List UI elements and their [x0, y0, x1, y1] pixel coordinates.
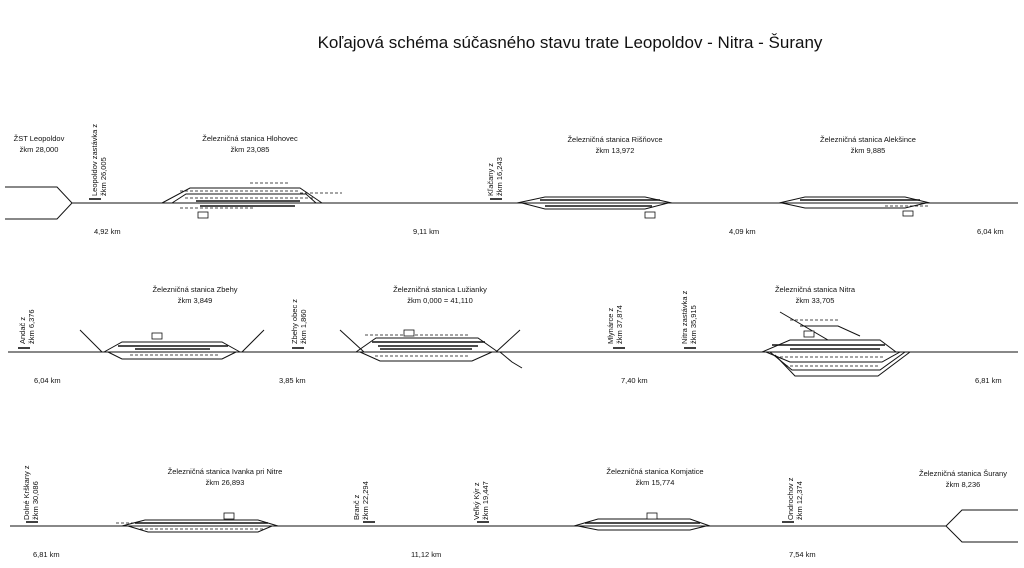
stop-nitra-zastavka: Nitra zastávka z žkm 35,915 [680, 291, 698, 344]
stop-name: Leopoldov zastávka z [90, 123, 99, 196]
stop-mlynarce: Mlynárce z žkm 37,874 [606, 305, 624, 344]
stop-name: Zbehy obec z [290, 298, 299, 344]
stop-name: Nitra zastávka z [680, 290, 689, 344]
station-km: žkm 15,774 [635, 478, 675, 487]
station-km: žkm 33,705 [795, 296, 835, 305]
distance-label: 6,04 km [34, 376, 61, 385]
station-ivanka: Železničná stanica Ivanka pri Nitre žkm … [150, 466, 300, 488]
stop-dolne-krskany: Dolné Krškany z žkm 30,086 [22, 465, 40, 520]
leopoldov-junction [5, 186, 73, 220]
station-surany: Železničná stanica Šurany žkm 8,236 [904, 468, 1022, 490]
stop-name: Ondrochov z [786, 477, 795, 520]
station-hlohovec: Železničná stanica Hlohovec žkm 23,085 [175, 133, 325, 155]
stop-ondrochov: Ondrochov z žkm 12,374 [786, 477, 804, 520]
station-name: Železničná stanica Lužianky [393, 285, 487, 294]
station-km: žkm 28,000 [19, 145, 59, 154]
distance-label: 11,12 km [411, 550, 442, 559]
distance-label: 9,11 km [413, 227, 440, 236]
hlohovec-station-tracks [161, 182, 342, 219]
stop-km: žkm 19,447 [481, 481, 490, 520]
station-nitra: Železničná stanica Nitra žkm 33,705 [740, 284, 890, 306]
stop-klacany: Kľačany z žkm 16,243 [486, 157, 504, 196]
station-name: Železničná stanica Nitra [774, 285, 856, 294]
distance-label: 3,85 km [279, 376, 306, 385]
distance-label: 6,81 km [33, 550, 60, 559]
station-name: Železničná stanica Šurany [919, 469, 1007, 478]
station-km: žkm 26,893 [205, 478, 245, 487]
stop-km: žkm 1,860 [299, 309, 308, 344]
stop-km: žkm 12,374 [795, 481, 804, 520]
station-zbehy: Železničná stanica Zbehy žkm 3,849 [120, 284, 270, 306]
distance-label: 4,09 km [729, 227, 756, 236]
station-name: Železničná stanica Komjatice [606, 467, 704, 476]
station-km: žkm 8,236 [945, 480, 981, 489]
stop-name: Dolné Krškany z [22, 465, 31, 520]
stop-km: žkm 35,915 [689, 305, 698, 344]
stop-name: Kľačany z [486, 162, 495, 196]
aleksince-station-tracks [778, 196, 931, 217]
station-name: Železničná stanica Zbehy [152, 285, 238, 294]
station-km: žkm 3,849 [177, 296, 213, 305]
stop-name: Andač z [18, 316, 27, 344]
station-name: Železničná stanica Hlohovec [202, 134, 298, 143]
station-name: Železničná stanica Rišňovce [567, 135, 663, 144]
station-km: žkm 13,972 [595, 146, 635, 155]
station-aleksince: Železničná stanica Alekšince žkm 9,885 [793, 134, 943, 156]
station-komjatice: Železničná stanica Komjatice žkm 15,774 [580, 466, 730, 488]
station-km: žkm 0,000 = 41,110 [407, 296, 473, 305]
stop-name: Veľký Kýr z [472, 482, 481, 520]
station-name: Železničná stanica Ivanka pri Nitre [167, 467, 283, 476]
station-leopoldov: ŽST Leopoldov žkm 28,000 [4, 133, 74, 155]
zbehy-station-tracks [79, 329, 265, 360]
stop-zbehy-obec: Zbehy obec z žkm 1,860 [290, 299, 308, 344]
risnovce-station-tracks [516, 196, 673, 219]
stop-name: Mlynárce z [606, 307, 615, 344]
komjatice-station-tracks [573, 512, 711, 531]
luzianky-station-tracks [339, 329, 523, 369]
stop-branc: Branč z žkm 22,294 [352, 481, 370, 520]
distance-label: 4,92 km [94, 227, 121, 236]
station-km: žkm 9,885 [850, 146, 886, 155]
station-km: žkm 23,085 [230, 145, 270, 154]
nitra-station-tracks [761, 311, 911, 377]
station-luzianky: Železničná stanica Lužianky žkm 0,000 = … [365, 284, 515, 306]
distance-label: 6,81 km [975, 376, 1002, 385]
station-name: Železničná stanica Alekšince [820, 135, 916, 144]
stop-km: žkm 6,376 [27, 309, 36, 344]
ivanka-station-tracks [116, 512, 279, 533]
surany-junction [945, 509, 1018, 543]
station-risnovce: Železničná stanica Rišňovce žkm 13,972 [540, 134, 690, 156]
stop-km: žkm 16,243 [495, 157, 504, 196]
stop-andac: Andač z žkm 6,376 [18, 309, 36, 344]
distance-label: 6,04 km [977, 227, 1004, 236]
stop-km: žkm 26,005 [99, 157, 108, 196]
distance-label: 7,40 km [621, 376, 648, 385]
stop-km: žkm 37,874 [615, 305, 624, 344]
distance-label: 7,54 km [789, 550, 816, 559]
stop-km: žkm 30,086 [31, 481, 40, 520]
stop-name: Branč z [352, 494, 361, 520]
stop-leopoldov-zastavka: Leopoldov zastávka z žkm 26,005 [90, 124, 108, 196]
stop-velky-kyr: Veľký Kýr z žkm 19,447 [472, 481, 490, 520]
stop-km: žkm 22,294 [361, 481, 370, 520]
diagram-title: Koľajová schéma súčasného stavu trate Le… [317, 33, 823, 52]
station-name: ŽST Leopoldov [13, 134, 65, 143]
